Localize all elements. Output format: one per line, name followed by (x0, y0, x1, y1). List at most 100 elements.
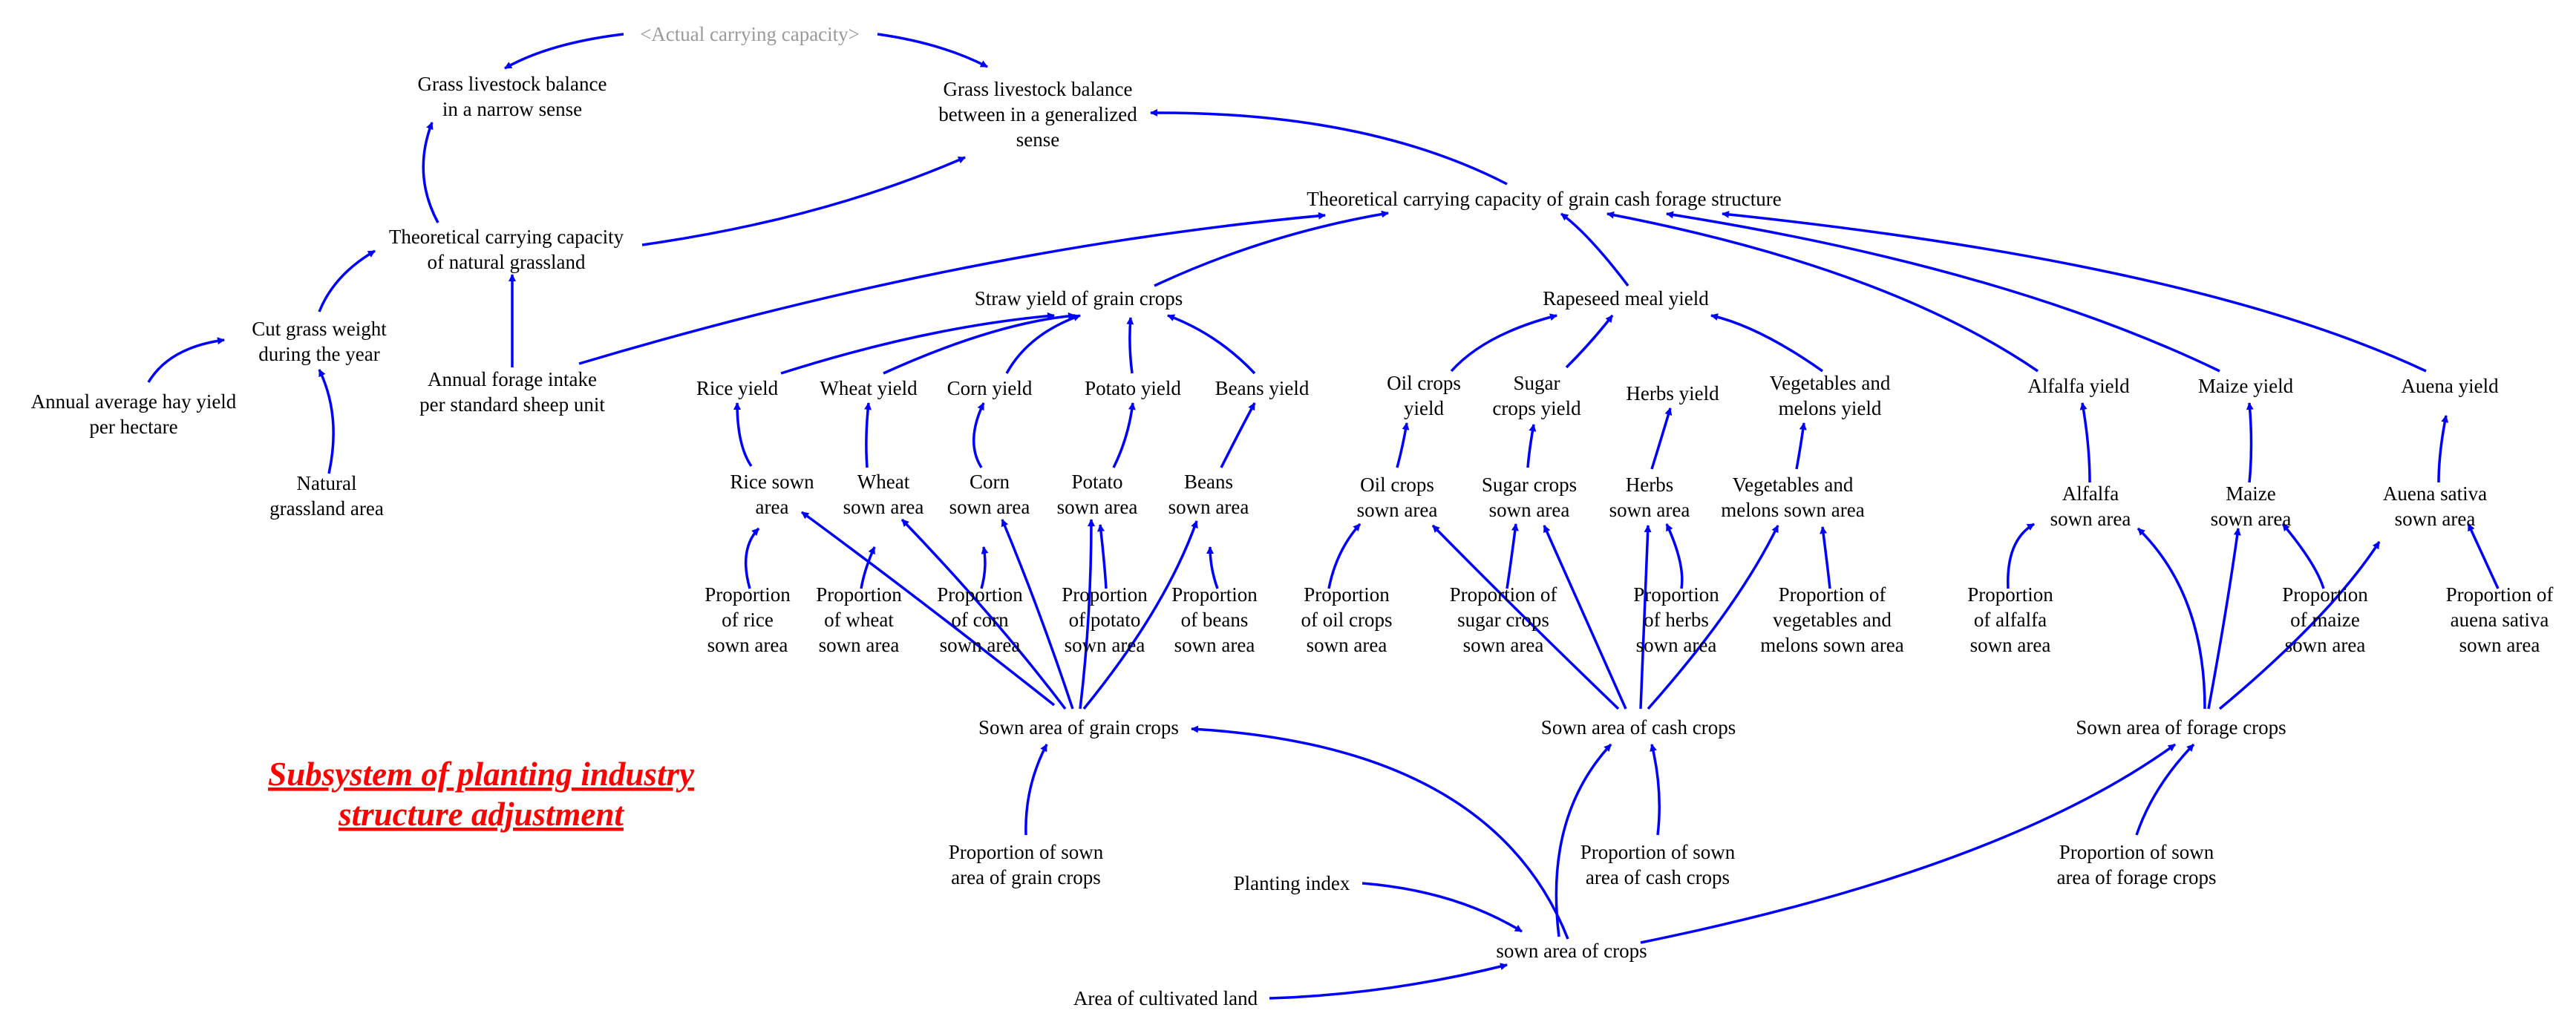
arrow-natural-capacity-to-narrow-balance (422, 122, 439, 223)
variable-label-line: Area of cultivated land (1073, 987, 1258, 1009)
arrow-actual-capacity-to-narrow-balance (504, 33, 624, 70)
arrow-prop-maize-to-maize-area (2281, 523, 2325, 589)
variable-potato-sown-area: Potato sown area (1057, 471, 1138, 518)
variable-herbs-yield: Herbs yield (1626, 382, 1719, 405)
arrow-prop-beans-to-beans-area (1206, 546, 1219, 589)
variable-label-line: Annual forage intake (428, 368, 597, 390)
arrow-straw-to-structure-capacity (1154, 210, 1389, 287)
arrow-beans-yield-to-straw (1167, 314, 1256, 375)
arrow-alfalfa-yield-to-structure-capacity (1606, 211, 2039, 373)
variable-cut-grass-weight: Cut grass weight during the year (252, 318, 387, 365)
variable-label-line: of corn (951, 609, 1009, 631)
arrow-prop-herbs-to-herbs-area (1665, 523, 1684, 589)
variable-label-line: Corn yield (947, 377, 1033, 399)
arrow-wheat-yield-to-straw (883, 312, 1076, 375)
variable-label-line: Proportion of sown (1580, 841, 1736, 863)
variable-corn-yield: Corn yield (947, 377, 1033, 399)
arrow-prop-grain-to-grain (1024, 744, 1048, 836)
arrow-prop-corn-to-corn-area (980, 546, 989, 589)
variable-label-line: Sugar crops (1482, 474, 1577, 496)
variable-label-line: Potato (1071, 471, 1122, 493)
variable-label-line: during the year (258, 343, 379, 365)
variable-label-line: Straw yield of grain crops (975, 287, 1183, 310)
arrow-corn-yield-to-straw (1005, 314, 1081, 374)
variable-cultivated-land: Area of cultivated land (1073, 987, 1258, 1009)
arrow-prop-forage-to-forage (2135, 743, 2195, 836)
variable-label-line: sown area (1307, 634, 1387, 656)
variable-label-line: of wheat (824, 609, 894, 631)
variable-label-line: Proportion of sown (949, 841, 1104, 863)
variable-label-line: sown area (1168, 496, 1249, 518)
arrow-herbs-area-to-herbs-yield (1650, 407, 1673, 470)
variable-label-line: sown area (1057, 496, 1138, 518)
arrow-prop-rice-to-rice-area (744, 527, 760, 589)
variable-label-line: Proportion (1967, 583, 2053, 606)
variable-beans-yield: Beans yield (1215, 377, 1310, 399)
arrow-grassland-area-to-cut-grass (318, 369, 335, 474)
variable-sown-area-crops: sown area of crops (1496, 940, 1647, 962)
arrow-grain-to-wheat-area (900, 518, 1067, 710)
variable-label-line: Oil crops (1360, 474, 1434, 496)
variable-label-line: of alfalfa (1974, 609, 2047, 631)
variable-label-line: sown area (843, 496, 924, 518)
variable-alfalfa-yield: Alfalfa yield (2027, 375, 2130, 397)
variable-label-line: Natural (297, 472, 357, 494)
arrow-cash-to-sugar-area (1543, 525, 1627, 710)
variable-label-line: grassland area (269, 497, 384, 520)
variable-label-line: Wheat yield (820, 377, 918, 399)
variable-theoretical-capacity-structure: Theoretical carrying capacity of grain c… (1307, 188, 1781, 210)
variable-sown-forage: Sown area of forage crops (2076, 716, 2286, 739)
variable-label-line: vegetables and (1773, 609, 1892, 631)
arrow-potato-area-to-potato-yield (1112, 402, 1136, 468)
arrow-rice-area-to-rice-yield (733, 402, 753, 467)
variable-wheat-yield: Wheat yield (820, 377, 918, 399)
arrow-auena-area-to-auena-yield (2437, 415, 2449, 483)
variable-label-line: Herbs yield (1626, 382, 1719, 405)
variable-label-line: melons sown area (1760, 634, 1903, 656)
variable-label-line: Potato yield (1085, 377, 1181, 399)
variable-label-line: Proportion (1171, 583, 1258, 606)
variable-label-line: Herbs (1626, 474, 1673, 496)
variable-label-line: sown area (1489, 499, 1570, 521)
arrow-prop-auena-to-auena-area (2467, 523, 2500, 589)
arrow-cultivated-land-to-crops (1269, 963, 1508, 1000)
arrow-prop-cash-to-cash (1650, 744, 1661, 836)
variable-label-line: sown area (1174, 634, 1255, 656)
variable-sown-cash: Sown area of cash crops (1541, 716, 1736, 739)
variable-label-line: of rice (722, 609, 774, 631)
variable-label-line: sown area (2211, 508, 2292, 530)
variable-label-line: Sown area of cash crops (1541, 716, 1736, 739)
variable-label-line: of maize (2290, 609, 2360, 631)
variable-label-line: Sugar (1514, 372, 1560, 394)
arrow-grain-to-rice-area (800, 511, 1056, 707)
variable-label-line: Cut grass weight (252, 318, 387, 340)
arrow-actual-capacity-to-general-balance (877, 33, 988, 68)
arrow-alfalfa-area-to-alfalfa-yield (2079, 402, 2091, 483)
variable-actual-carrying-capacity: <Actual carrying capacity> (640, 23, 860, 45)
variable-label-line: Proportion of (1779, 583, 1886, 606)
diagram-title-line-1: Subsystem of planting industry (268, 756, 695, 793)
variable-label-line: area (756, 496, 789, 518)
variable-label-line: sown area of crops (1496, 940, 1647, 962)
variable-label-line: of herbs (1644, 609, 1709, 631)
variable-label-line: Sown area of grain crops (978, 716, 1179, 739)
variable-sown-grain: Sown area of grain crops (978, 716, 1179, 739)
arrow-grain-to-beans-area (1082, 520, 1198, 710)
arrow-sugar-area-to-sugar-yield (1526, 424, 1537, 468)
variable-natural-grassland-area: Natural grassland area (269, 472, 384, 520)
variable-label-line: sown area (1357, 499, 1438, 521)
variable-label-line: melons yield (1779, 397, 1882, 419)
variable-label-line: Rice sown (730, 471, 814, 493)
variable-label-line: Proportion (1062, 583, 1148, 606)
variable-label-line: Alfalfa (2062, 482, 2119, 505)
arrow-maize-area-to-maize-yield (2246, 402, 2254, 483)
